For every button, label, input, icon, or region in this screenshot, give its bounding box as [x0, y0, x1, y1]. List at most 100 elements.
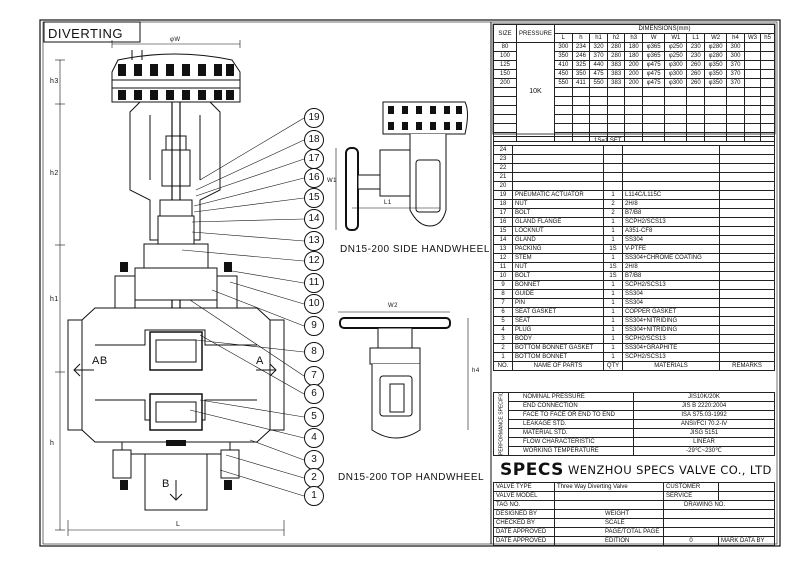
part-material: SCPH2/SCS13	[622, 280, 720, 290]
part-qty: 1	[603, 325, 623, 335]
part-qty: 1	[603, 352, 623, 362]
callout-4: 4	[304, 428, 324, 448]
callout-9: 9	[304, 316, 324, 336]
part-no: 22	[493, 163, 513, 173]
part-no: 10	[493, 271, 513, 281]
callout-6: 6	[304, 384, 324, 404]
part-qty: 1	[603, 235, 623, 245]
title-box	[43, 21, 141, 43]
dim-size-cell	[493, 114, 517, 124]
dim-value-cell	[760, 42, 775, 52]
part-remarks	[719, 244, 775, 254]
dim-value-cell: φ250	[664, 51, 688, 61]
part-remarks	[719, 208, 775, 218]
part-name: GLAND	[512, 235, 604, 245]
part-qty	[603, 181, 623, 191]
service-value	[718, 491, 775, 501]
dim-size-cell: 80	[493, 42, 517, 52]
dim-col-header: L1	[686, 33, 706, 43]
callout-2: 2	[304, 468, 324, 488]
dim-value-cell	[642, 105, 666, 115]
part-remarks	[719, 253, 775, 263]
dim-value-cell	[571, 87, 591, 97]
dim-value-cell	[606, 96, 626, 106]
perf-label: MATERIAL STD.	[508, 428, 634, 438]
dim-value-cell	[726, 87, 745, 97]
dim-value-cell	[743, 105, 762, 115]
dim-value-cell	[554, 96, 573, 106]
dim-value-cell: 300	[554, 42, 573, 52]
part-no: 19	[493, 190, 513, 200]
part-remarks	[719, 280, 775, 290]
dim-value-cell: 383	[606, 69, 626, 79]
dim-value-cell: 246	[571, 51, 591, 61]
stem-connector	[161, 149, 191, 187]
part-name: BODY	[512, 334, 604, 344]
dim-value-cell	[664, 114, 688, 124]
dim-value-cell: 300	[726, 42, 745, 52]
date-approved-1-label: DATE APPROVED	[493, 527, 555, 537]
dim-value-cell	[624, 123, 644, 133]
part-no: 6	[493, 307, 513, 317]
part-remarks	[719, 145, 775, 155]
part-name	[512, 172, 604, 182]
side-actuator-top	[382, 101, 468, 135]
dim-size-cell	[493, 87, 517, 97]
part-name: GUIDE	[512, 289, 604, 299]
perf-value: JISG 5151	[633, 428, 775, 438]
dim-h1: h1	[50, 296, 59, 303]
part-remarks	[719, 334, 775, 344]
part-remarks	[719, 199, 775, 209]
parts-header-remarks: REMARKS	[719, 361, 775, 371]
dim-value-cell	[743, 51, 762, 61]
dim-value-cell: 410	[554, 60, 573, 70]
dim-h4: h4	[472, 368, 480, 374]
dim-value-cell: φ300	[664, 60, 688, 70]
callout-3: 3	[304, 450, 324, 470]
dim-value-cell: 370	[726, 69, 745, 79]
callout-16: 16	[304, 168, 324, 188]
dim-col-header: W1	[664, 33, 688, 43]
part-material	[622, 154, 720, 164]
valve-model-label: VALVE MODEL	[493, 491, 555, 501]
dim-value-cell: φ300	[664, 78, 688, 88]
dim-value-cell: 260	[686, 78, 706, 88]
part-no: 12	[493, 253, 513, 263]
part-material: SS304+CHROME COATING	[622, 253, 720, 263]
dim-value-cell	[571, 114, 591, 124]
dim-h2: h2	[50, 170, 59, 177]
dim-value-cell: φ365	[642, 51, 666, 61]
part-remarks	[719, 343, 775, 353]
data-label: DATA	[740, 538, 755, 544]
dim-value-cell: φ475	[642, 78, 666, 88]
weight-value	[663, 509, 775, 519]
part-material	[622, 145, 720, 155]
dim-value-cell	[704, 105, 728, 115]
dim-value-cell	[726, 114, 745, 124]
dim-value-cell: 300	[726, 51, 745, 61]
part-remarks	[719, 307, 775, 317]
performance-side-label: PERFORMANCE SPECIFICATION	[493, 392, 509, 456]
part-name: PIN	[512, 298, 604, 308]
part-remarks	[719, 271, 775, 281]
dim-size-cell: 150	[493, 69, 517, 79]
part-name: BOTTOM BONNET GASKET	[512, 343, 604, 353]
dim-value-cell	[760, 105, 775, 115]
valve-type-label: VALVE TYPE	[493, 482, 555, 492]
dim-value-cell	[704, 114, 728, 124]
part-name: NUT	[512, 199, 604, 209]
dim-value-cell: 320	[589, 42, 608, 52]
part-material: COPPER GASKET	[622, 307, 720, 317]
callout-5: 5	[304, 407, 324, 427]
part-qty: 1S	[603, 271, 623, 281]
pressure-value: 10K	[515, 42, 556, 142]
callout-7: 7	[304, 366, 324, 386]
valve-type-value: Three Way Diverting Valve	[554, 482, 664, 492]
dim-value-cell	[642, 114, 666, 124]
part-name	[512, 154, 604, 164]
part-no: 20	[493, 181, 513, 191]
edition-value: 0	[663, 536, 719, 546]
page-label: PAGE/TOTAL PAGE	[554, 527, 664, 537]
callout-12: 12	[304, 251, 324, 271]
perf-value: JIS B 2220:2004	[633, 401, 775, 411]
